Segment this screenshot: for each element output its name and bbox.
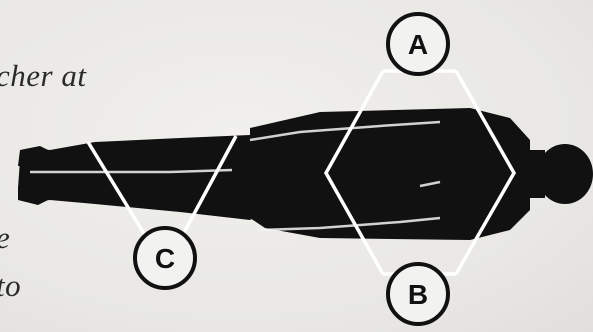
marker-c: C	[135, 228, 195, 288]
body-silhouette	[18, 108, 593, 240]
marker-b-label: B	[408, 279, 428, 310]
marker-a-label: A	[408, 29, 428, 60]
marker-b: B	[388, 264, 448, 324]
marker-a: A	[388, 14, 448, 74]
marker-c-label: C	[155, 243, 175, 274]
